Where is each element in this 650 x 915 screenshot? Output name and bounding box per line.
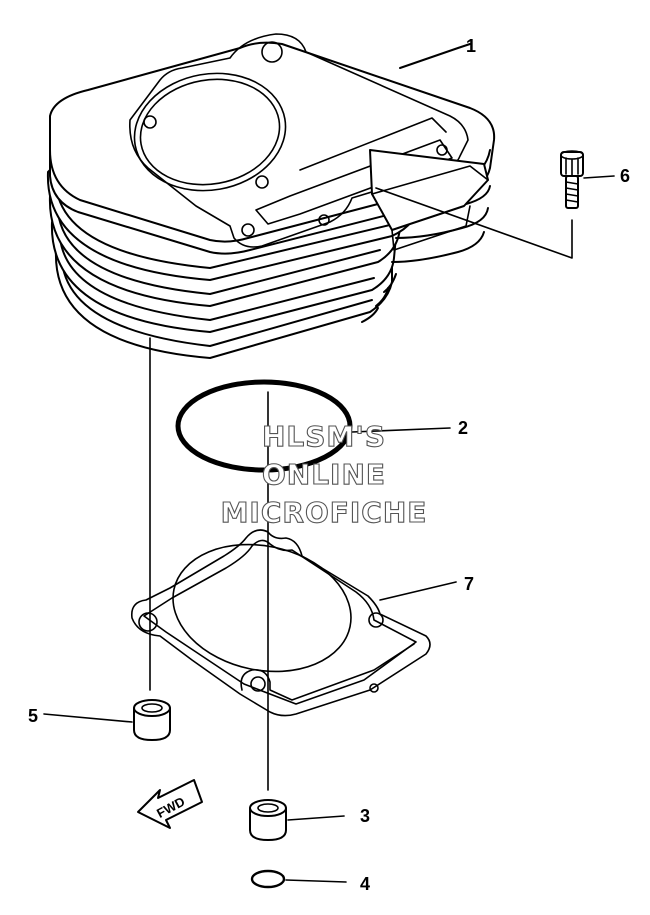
dowel-pin-part-3 [249,799,345,841]
forward-direction-arrow: FWD [137,779,203,829]
callout-2: 2 [458,418,468,438]
watermark-line-1: HLSM'S [262,420,386,453]
callout-1: 1 [466,36,476,56]
bolt-part-6 [560,150,615,209]
cylinder-part-1 [46,33,496,359]
callout-6: 6 [620,166,630,186]
callout-5: 5 [28,706,38,726]
o-ring-part-2 [175,379,451,473]
callout-numbers: 1 2 3 4 5 6 7 [28,36,630,894]
small-o-ring-part-4 [250,869,347,889]
dowel-pin-part-5 [133,699,171,741]
callout-7: 7 [464,574,474,594]
callout-4: 4 [360,874,370,894]
watermark-line-3: MICROFICHE [221,496,428,529]
watermark-line-2: ONLINE [262,458,386,491]
base-gasket-part-7 [130,529,457,717]
watermark: HLSM'S ONLINE MICROFICHE [220,419,428,529]
callout-3: 3 [360,806,370,826]
